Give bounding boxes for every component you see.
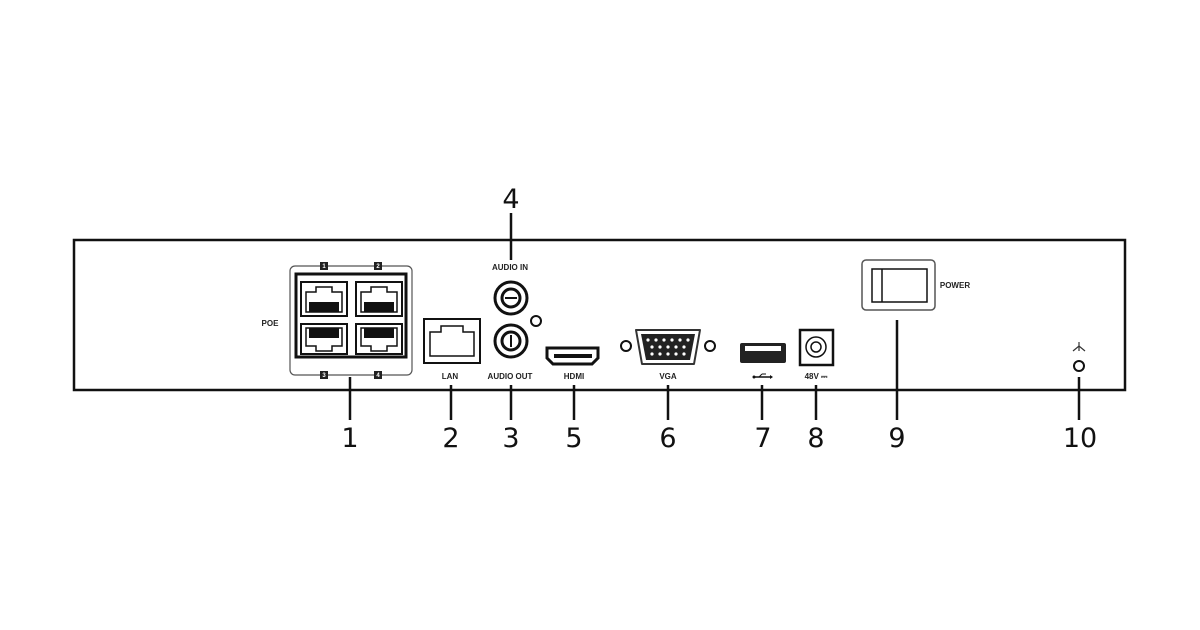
dc-label: 48V ⎓: [805, 372, 828, 381]
poe-port-number: 3: [322, 373, 326, 379]
callout-9: 9: [888, 423, 905, 454]
poe-port-number: 1: [322, 264, 326, 270]
poe-port-2: [355, 281, 403, 317]
audio-out-jack: [493, 323, 529, 359]
callout-6: 6: [659, 423, 676, 454]
usb-port: [740, 343, 786, 379]
callout-4: 4: [502, 184, 519, 215]
callout-8: 8: [807, 423, 824, 454]
rear-panel: [72, 238, 1127, 392]
poe-port-number: 4: [376, 373, 380, 379]
callout-2: 2: [442, 423, 459, 454]
ground-terminal: [1072, 342, 1086, 372]
vga-port: VGA: [620, 329, 716, 381]
callout-5: 5: [565, 423, 582, 454]
audio-in-label: AUDIO IN: [492, 263, 528, 272]
callout-1: 1: [341, 423, 358, 454]
callout-3: 3: [502, 423, 519, 454]
usb-icon: [752, 373, 773, 379]
audio-in-jack: [493, 280, 529, 316]
ground-icon: [1072, 342, 1086, 352]
power-label: POWER: [940, 281, 970, 290]
dc-power-jack: 48V ⎓: [798, 328, 835, 381]
callout-lines: [348, 213, 1081, 420]
poe-port-3: [300, 323, 348, 355]
poe-port-1: [300, 281, 348, 317]
lan-label: LAN: [442, 372, 459, 381]
hdmi-label: HDMI: [564, 372, 584, 381]
poe-port-group: POE 1 2 3 4: [262, 262, 413, 379]
callout-10: 10: [1063, 423, 1097, 454]
audio-out-label: AUDIO OUT: [488, 372, 533, 381]
power-switch: POWER: [861, 259, 970, 311]
poe-port-number: 2: [376, 264, 380, 270]
vga-label: VGA: [659, 372, 677, 381]
hdmi-port: HDMI: [545, 346, 600, 381]
callout-7: 7: [754, 423, 771, 454]
indicator-hole: [530, 315, 542, 327]
poe-label: POE: [262, 319, 280, 328]
poe-port-4: [355, 323, 403, 355]
lan-port: LAN: [423, 318, 481, 381]
